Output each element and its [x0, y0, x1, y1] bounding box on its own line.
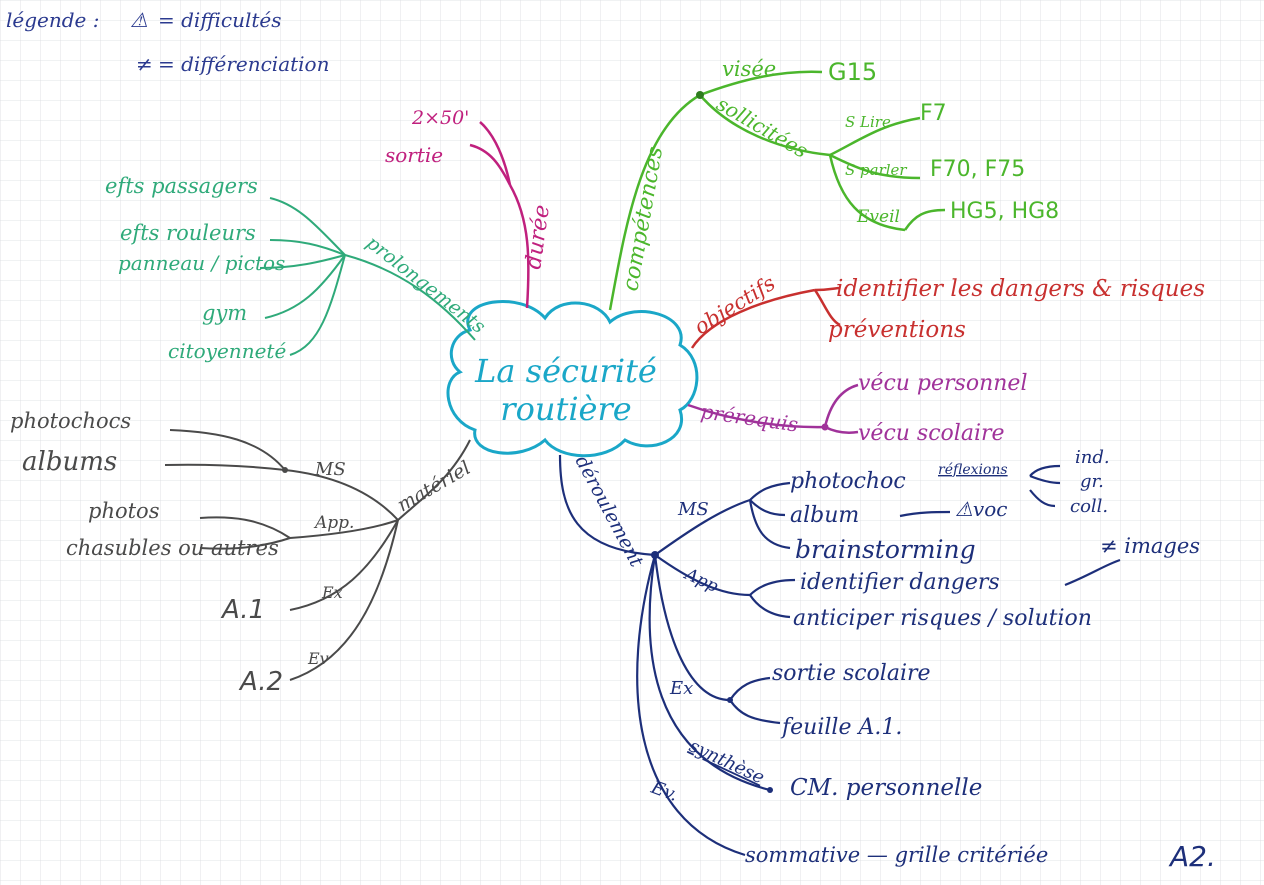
slire-label: S Lire: [845, 113, 891, 131]
prolongement-item-4: gym: [202, 301, 247, 325]
differentiation-images-note: ≠ images: [1100, 534, 1200, 558]
center-cloud-shape: [446, 299, 699, 458]
reflexions-label: réflexions: [938, 462, 1008, 478]
materiel-ex-item: A.1: [220, 595, 265, 625]
deroulement-ev-item: sommative — grille critériée: [745, 843, 1048, 867]
mode-gr: gr.: [1080, 471, 1104, 492]
album-difficulty-note: ⚠voc: [955, 497, 1007, 521]
materiel-ev-label: Ev: [307, 649, 329, 668]
competences-junction: [696, 91, 704, 99]
visee-label: visée: [722, 57, 776, 81]
prerequis-junction: [821, 423, 829, 431]
materiel-app-item-1: photos: [88, 499, 160, 523]
eveil-label: Eveil: [856, 207, 900, 227]
deroulement-app-item-1: identifier dangers: [800, 570, 1000, 595]
sparler-label: S parler: [845, 161, 907, 179]
deroulement-app-item-2: anticiper risques / solution: [793, 606, 1092, 631]
deroulement-ms-item-2: album: [790, 503, 859, 528]
legend: légende : ⚠ = difficultés ≠ = différenci…: [6, 8, 329, 76]
duree-item-sortie: sortie: [385, 143, 443, 167]
difficulty-icon: ⚠: [130, 8, 148, 32]
duree-branch-lines: [469, 121, 530, 309]
prerequis-item-1: vécu personnel: [858, 371, 1027, 396]
deroulement-ms-item-1: photochoc: [790, 469, 906, 494]
deroulement-synthese-junction: [767, 787, 773, 793]
materiel-ms-label: MS: [314, 459, 346, 480]
deroulement-ex-item-2: feuille A.1.: [780, 715, 902, 740]
mode-ind: ind.: [1075, 447, 1110, 468]
deroulement-ms-item-3: brainstorming: [795, 535, 976, 564]
prolongements-branch-lines: [259, 197, 476, 356]
eveil-codes: HG5, HG8: [950, 199, 1059, 224]
center-title-line1: La sécurité: [474, 352, 657, 390]
central-node: La sécurité routière: [446, 299, 699, 458]
deroulement-branch-lines: [558, 454, 1121, 857]
prolongement-item-5: citoyenneté: [168, 339, 286, 363]
materiel-ev-item: A.2: [238, 667, 283, 697]
deroulement-ex-junction: [727, 697, 733, 703]
materiel-app-item-2: chasubles ou autres: [66, 536, 279, 560]
materiel-branch-lines: [164, 429, 471, 681]
materiel-ms-junction: [282, 467, 288, 473]
prolongement-item-1: efts passagers: [105, 174, 258, 198]
objectifs-branch-lines: [690, 286, 841, 349]
sparler-codes: F70, F75: [930, 157, 1025, 182]
deroulement-synthese-item: CM. personnelle: [790, 775, 982, 801]
objectif-item-1: identifier les dangers & risques: [836, 276, 1205, 302]
duree-item-time: 2×50': [411, 107, 469, 129]
center-title-line2: routière: [500, 390, 631, 428]
prolongement-item-3: panneau / pictos: [118, 251, 285, 275]
legend-title: légende :: [6, 8, 100, 32]
duree-branch: durée 2×50' sortie: [385, 107, 555, 271]
slire-codes: F7: [920, 101, 947, 126]
materiel-app-label: App.: [313, 513, 354, 533]
deroulement-ev-code: A2.: [1168, 840, 1216, 873]
deroulement-ex-label: Ex: [669, 678, 693, 699]
competences-branch-lines: [608, 70, 946, 311]
prolongement-item-2: efts rouleurs: [120, 221, 256, 245]
legend-differentiation-text: = différenciation: [158, 52, 329, 76]
legend-difficulty-text: = difficultés: [158, 8, 282, 32]
differentiation-icon: ≠: [136, 52, 153, 76]
materiel-ms-item-1: photochocs: [10, 409, 131, 433]
mode-coll: coll.: [1070, 496, 1108, 517]
materiel-ex-label: Ex: [321, 583, 343, 602]
deroulement-ex-item-1: sortie scolaire: [772, 661, 931, 686]
materiel-ms-item-2: albums: [22, 447, 117, 477]
prerequis-item-2: vécu scolaire: [858, 421, 1005, 446]
deroulement-ms-label: MS: [677, 499, 709, 520]
visee-code: G15: [828, 58, 877, 86]
deroulement-junction: [651, 551, 659, 559]
objectif-item-2: préventions: [828, 317, 966, 343]
